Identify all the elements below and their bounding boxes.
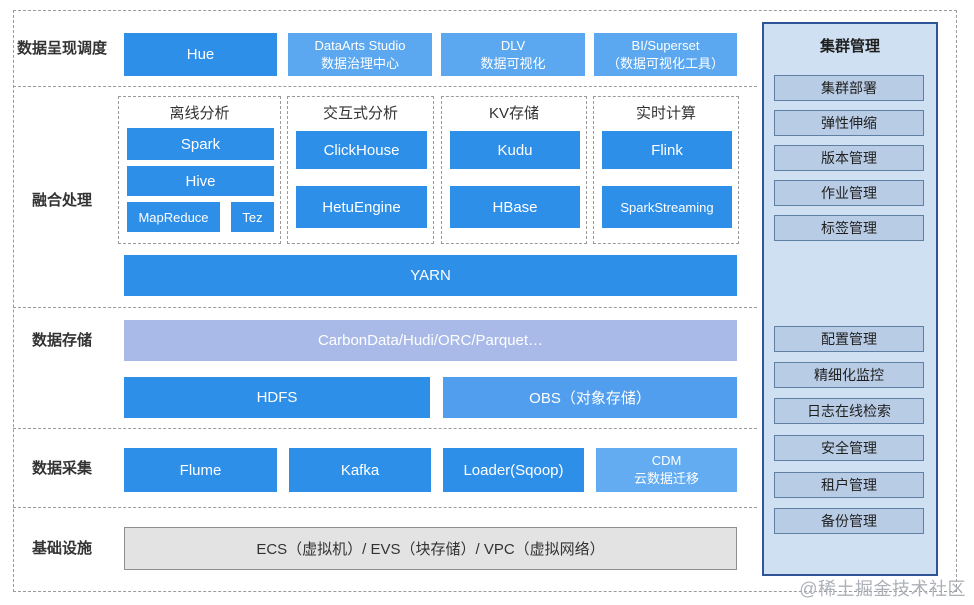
block-dlv: DLV 数据可视化 <box>441 33 585 76</box>
block-cdm: CDM 云数据迁移 <box>596 448 737 492</box>
cluster-btn-config: 配置管理 <box>774 326 924 352</box>
block-tez: Tez <box>231 202 274 232</box>
cluster-btn-jobs: 作业管理 <box>774 180 924 206</box>
block-bi-line1: BI/Superset <box>631 37 700 53</box>
block-sparkstreaming: SparkStreaming <box>602 186 732 228</box>
group-offline-analysis: 离线分析 Spark Hive MapReduce Tez <box>118 96 281 244</box>
block-dlv-line1: DLV <box>500 37 526 53</box>
block-kudu: Kudu <box>450 131 580 169</box>
group-kv-storage-title: KV存储 <box>488 105 539 122</box>
block-hive: Hive <box>127 166 274 196</box>
block-bi-line2: （数据可视化工具） <box>606 55 724 71</box>
block-obs: OBS（对象存储） <box>443 377 737 418</box>
row-label-presentation: 数据呈现调度 <box>16 40 107 57</box>
block-file-formats: CarbonData/Hudi/ORC/Parquet… <box>124 320 737 361</box>
block-hdfs: HDFS <box>124 377 430 418</box>
cluster-btn-tenant: 租户管理 <box>774 472 924 498</box>
block-spark: Spark <box>127 128 274 160</box>
cluster-btn-autoscale: 弹性伸缩 <box>774 110 924 136</box>
block-loader-sqoop: Loader(Sqoop) <box>443 448 584 492</box>
group-interactive-analysis-title: 交互式分析 <box>322 105 398 122</box>
group-kv-storage: KV存储 Kudu HBase <box>441 96 587 244</box>
cluster-btn-backup: 备份管理 <box>774 508 924 534</box>
watermark: @稀土掘金技术社区 <box>799 579 966 599</box>
section-divider <box>13 428 757 429</box>
row-label-ingestion: 数据采集 <box>31 460 92 477</box>
block-dataarts-line1: DataArts Studio <box>314 37 406 53</box>
block-hetuengine: HetuEngine <box>296 186 427 228</box>
block-hbase: HBase <box>450 186 580 228</box>
cluster-btn-deploy: 集群部署 <box>774 75 924 101</box>
row-label-processing: 融合处理 <box>31 192 92 209</box>
group-offline-analysis-title: 离线分析 <box>169 105 230 122</box>
section-divider <box>13 307 757 308</box>
block-flume: Flume <box>124 448 277 492</box>
block-yarn: YARN <box>124 255 737 296</box>
block-cdm-line2: 云数据迁移 <box>633 471 699 486</box>
section-divider <box>13 86 757 87</box>
cluster-btn-tags: 标签管理 <box>774 215 924 241</box>
row-label-storage: 数据存储 <box>31 332 92 349</box>
cluster-btn-security: 安全管理 <box>774 435 924 461</box>
block-clickhouse: ClickHouse <box>296 131 427 169</box>
block-cdm-line1: CDM <box>651 453 682 469</box>
cluster-btn-log-search: 日志在线检索 <box>774 398 924 424</box>
block-mapreduce: MapReduce <box>127 202 220 232</box>
cluster-management-panel: 集群管理 集群部署 弹性伸缩 版本管理 作业管理 标签管理 配置管理 精细化监控… <box>762 22 938 576</box>
row-label-infrastructure: 基础设施 <box>31 540 92 557</box>
block-kafka: Kafka <box>289 448 431 492</box>
block-ecs-evs-vpc: ECS（虚拟机）/ EVS（块存储）/ VPC（虚拟网络） <box>124 527 737 570</box>
cluster-panel-title: 集群管理 <box>819 38 880 55</box>
cluster-btn-version: 版本管理 <box>774 145 924 171</box>
cluster-btn-monitoring: 精细化监控 <box>774 362 924 388</box>
block-dlv-line2: 数据可视化 <box>480 55 546 71</box>
block-hue: Hue <box>124 33 277 76</box>
block-bi-superset: BI/Superset （数据可视化工具） <box>594 33 737 76</box>
group-realtime-computing: 实时计算 Flink SparkStreaming <box>593 96 739 244</box>
block-dataarts-line2: 数据治理中心 <box>320 55 399 71</box>
block-flink: Flink <box>602 131 732 169</box>
block-dataarts-studio: DataArts Studio 数据治理中心 <box>288 33 432 76</box>
group-interactive-analysis: 交互式分析 ClickHouse HetuEngine <box>287 96 434 244</box>
diagram-outer-border <box>13 10 957 592</box>
section-divider <box>13 507 757 508</box>
group-realtime-computing-title: 实时计算 <box>635 105 696 122</box>
